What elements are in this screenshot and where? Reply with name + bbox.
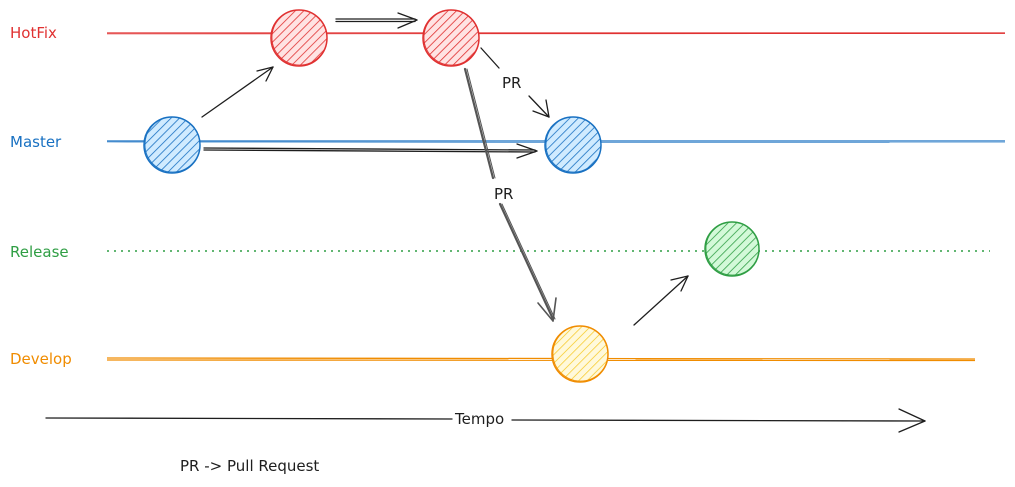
develop-lane-line: [106, 357, 976, 360]
arrows: [201, 12, 689, 326]
pr-label-master: PR: [502, 74, 521, 92]
master-commit-2: [544, 116, 602, 174]
develop-lane-label: Develop: [10, 350, 72, 368]
commit-nodes: [143, 9, 760, 383]
pr-label-develop: PR: [494, 185, 513, 203]
lane-labels: HotFix Master Release Develop: [10, 24, 72, 368]
lane-lines: [106, 32, 1006, 362]
arrow-develop1-to-release1: [633, 275, 689, 326]
develop-lane-line-sketch: [106, 359, 976, 362]
hotfix-lane-label: HotFix: [10, 24, 57, 42]
release-commit-1: [704, 221, 760, 277]
arrow-hotfix2-to-master2: [480, 47, 550, 118]
time-axis: [45, 408, 926, 433]
hotfix-commit-2: [422, 9, 480, 67]
develop-commit-1: [551, 325, 609, 383]
release-lane-label: Release: [10, 243, 69, 261]
arrow-master1-to-hotfix1: [201, 66, 274, 118]
hotfix-commit-1: [270, 9, 328, 67]
master-commit-1: [143, 116, 201, 174]
legend-note: PR -> Pull Request: [180, 457, 319, 475]
time-axis-label: Tempo: [454, 410, 504, 428]
master-lane-label: Master: [10, 133, 62, 151]
arrow-hotfix1-to-hotfix2: [335, 12, 418, 29]
arrow-master1-to-master2: [203, 143, 538, 159]
arrow-hotfix2-to-develop1: [463, 67, 557, 322]
